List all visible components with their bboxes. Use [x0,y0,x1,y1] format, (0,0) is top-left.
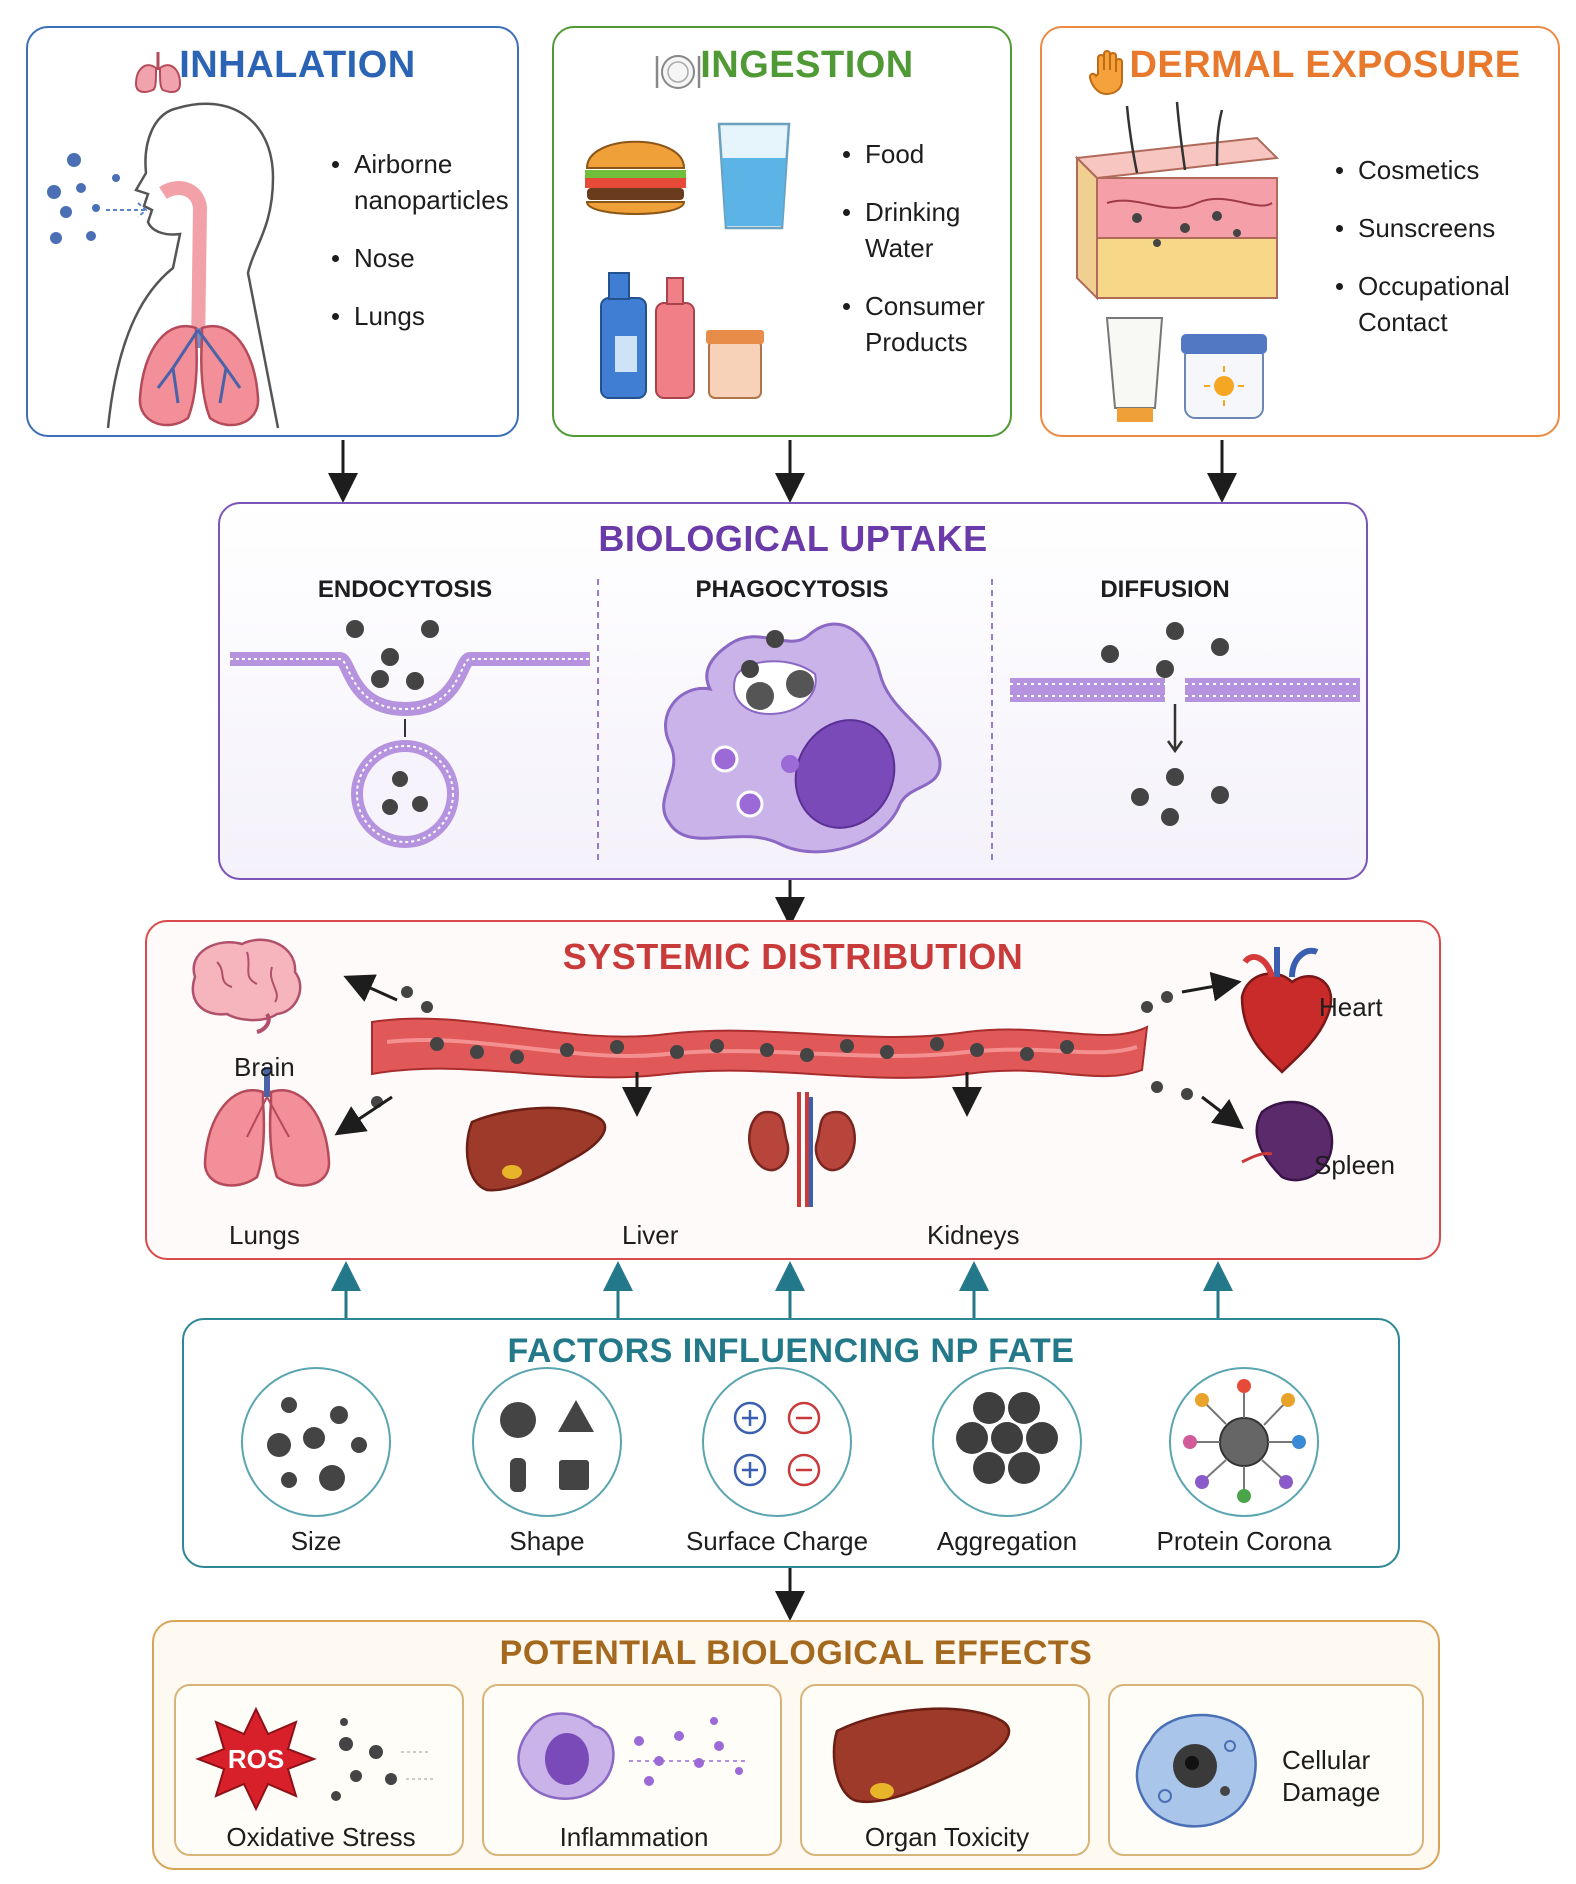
endocytosis-label: ENDOCYTOSIS [317,576,493,603]
immune-cell-icon [517,1712,749,1800]
diffusion-label: DIFFUSION [1100,576,1230,603]
heart-icon [1240,947,1333,1074]
hand-icon [1088,50,1123,96]
ros-label: ROS [227,1744,285,1774]
dermal-item: Occupational Contact [1332,268,1542,340]
damaged-cell-icon [1135,1713,1257,1828]
factor-aggregation-label: Aggregation [936,1526,1078,1556]
dermal-item: Sunscreens [1332,210,1542,246]
diffusion-illustration [1010,622,1360,826]
liver-icon [465,1106,607,1192]
protein-corona-icon [1169,1367,1319,1517]
effects-panel: POTENTIAL BIOLOGICAL EFFECTS ROS Oxidati… [152,1620,1440,1870]
dermal-title: DERMAL EXPOSURE [1129,44,1521,86]
inhalation-item: Airborne nanoparticles [328,146,518,218]
effect-organ-toxicity: Organ Toxicity [800,1684,1090,1856]
factors-title: FACTORS INFLUENCING NP FATE [507,1332,1075,1370]
lungs-organ-icon [203,1067,331,1187]
blood-vessel-illustration [191,938,1334,1207]
effect-oxidative-stress-label: Oxidative Stress [226,1822,416,1852]
inhalation-list: Airborne nanoparticles Nose Lungs [328,146,518,356]
factor-protein-corona-label: Protein Corona [1156,1526,1332,1556]
factors-panel: FACTORS INFLUENCING NP FATE [182,1318,1400,1568]
factor-surface-charge-label: Surface Charge [685,1526,869,1556]
organ-heart-label: Heart [1319,992,1383,1022]
dermal-panel: DERMAL EXPOSURE Cosmetics Sunscreens Occ… [1040,26,1560,437]
airborne-particles [47,153,148,244]
phagocytosis-label: PHAGOCYTOSIS [695,576,889,603]
skin-illustration [1074,101,1280,422]
respiratory-illustration [106,102,280,429]
ros-burst-icon [195,1706,434,1812]
surface-charge-icon [702,1367,852,1517]
organ-kidneys-label: Kidneys [927,1220,1020,1250]
ingestion-item: Food [839,136,999,172]
effect-inflammation-label: Inflammation [559,1822,709,1852]
size-icon [241,1367,391,1517]
factor-size-label: Size [290,1526,342,1556]
effect-cellular-damage-label: Cellular Damage [1282,1745,1381,1807]
factor-shape-label: Shape [509,1526,585,1556]
kidneys-icon [748,1092,856,1207]
brain-icon [191,938,302,1034]
dermal-list: Cosmetics Sunscreens Occupational Contac… [1332,152,1542,362]
organ-liver-label: Liver [622,1220,679,1250]
liver-toxicity-icon [832,1707,1011,1804]
organ-brain-label: Brain [234,1052,295,1082]
inhalation-item: Nose [328,240,518,276]
ingestion-item: Drinking Water [839,194,999,266]
ingestion-title: INGESTION [700,44,914,86]
effect-inflammation: Inflammation [482,1684,782,1856]
ingestion-item: Consumer Products [839,288,999,360]
food-illustration [585,122,791,399]
distribution-title: SYSTEMIC DISTRIBUTION [562,936,1024,977]
aggregation-icon [932,1367,1082,1517]
uptake-dividers [597,579,993,864]
organ-spleen-label: Spleen [1314,1150,1395,1180]
factor-icons [241,1367,1319,1517]
organ-lungs-label: Lungs [229,1220,300,1250]
endocytosis-illustration [230,620,590,848]
shape-icon [472,1367,622,1517]
uptake-title: BIOLOGICAL UPTAKE [598,518,988,559]
plate-icon [655,55,701,89]
distribution-panel: SYSTEMIC DISTRIBUTION [145,920,1441,1260]
inhalation-title: INHALATION [179,44,416,86]
effect-cellular-damage: Cellular Damage [1108,1684,1424,1856]
spleen-icon [1241,1100,1334,1182]
effect-oxidative-stress: ROS Oxidative Stress [174,1684,464,1856]
ingestion-panel: INGESTION Food Drinking Water Consumer P… [552,26,1012,437]
inhalation-item: Lungs [328,298,518,334]
inhalation-panel: INHALATION Airborne nanoparticles Nose L… [26,26,519,437]
uptake-panel: BIOLOGICAL UPTAKE ENDOCYTOSIS PHAGOCYTOS… [218,502,1368,880]
ingestion-list: Food Drinking Water Consumer Products [839,136,999,382]
lungs-icon [134,52,182,93]
dermal-item: Cosmetics [1332,152,1542,188]
effect-organ-toxicity-label: Organ Toxicity [864,1822,1030,1852]
effects-title: POTENTIAL BIOLOGICAL EFFECTS [499,1634,1093,1672]
macrophage-illustration [662,622,942,854]
